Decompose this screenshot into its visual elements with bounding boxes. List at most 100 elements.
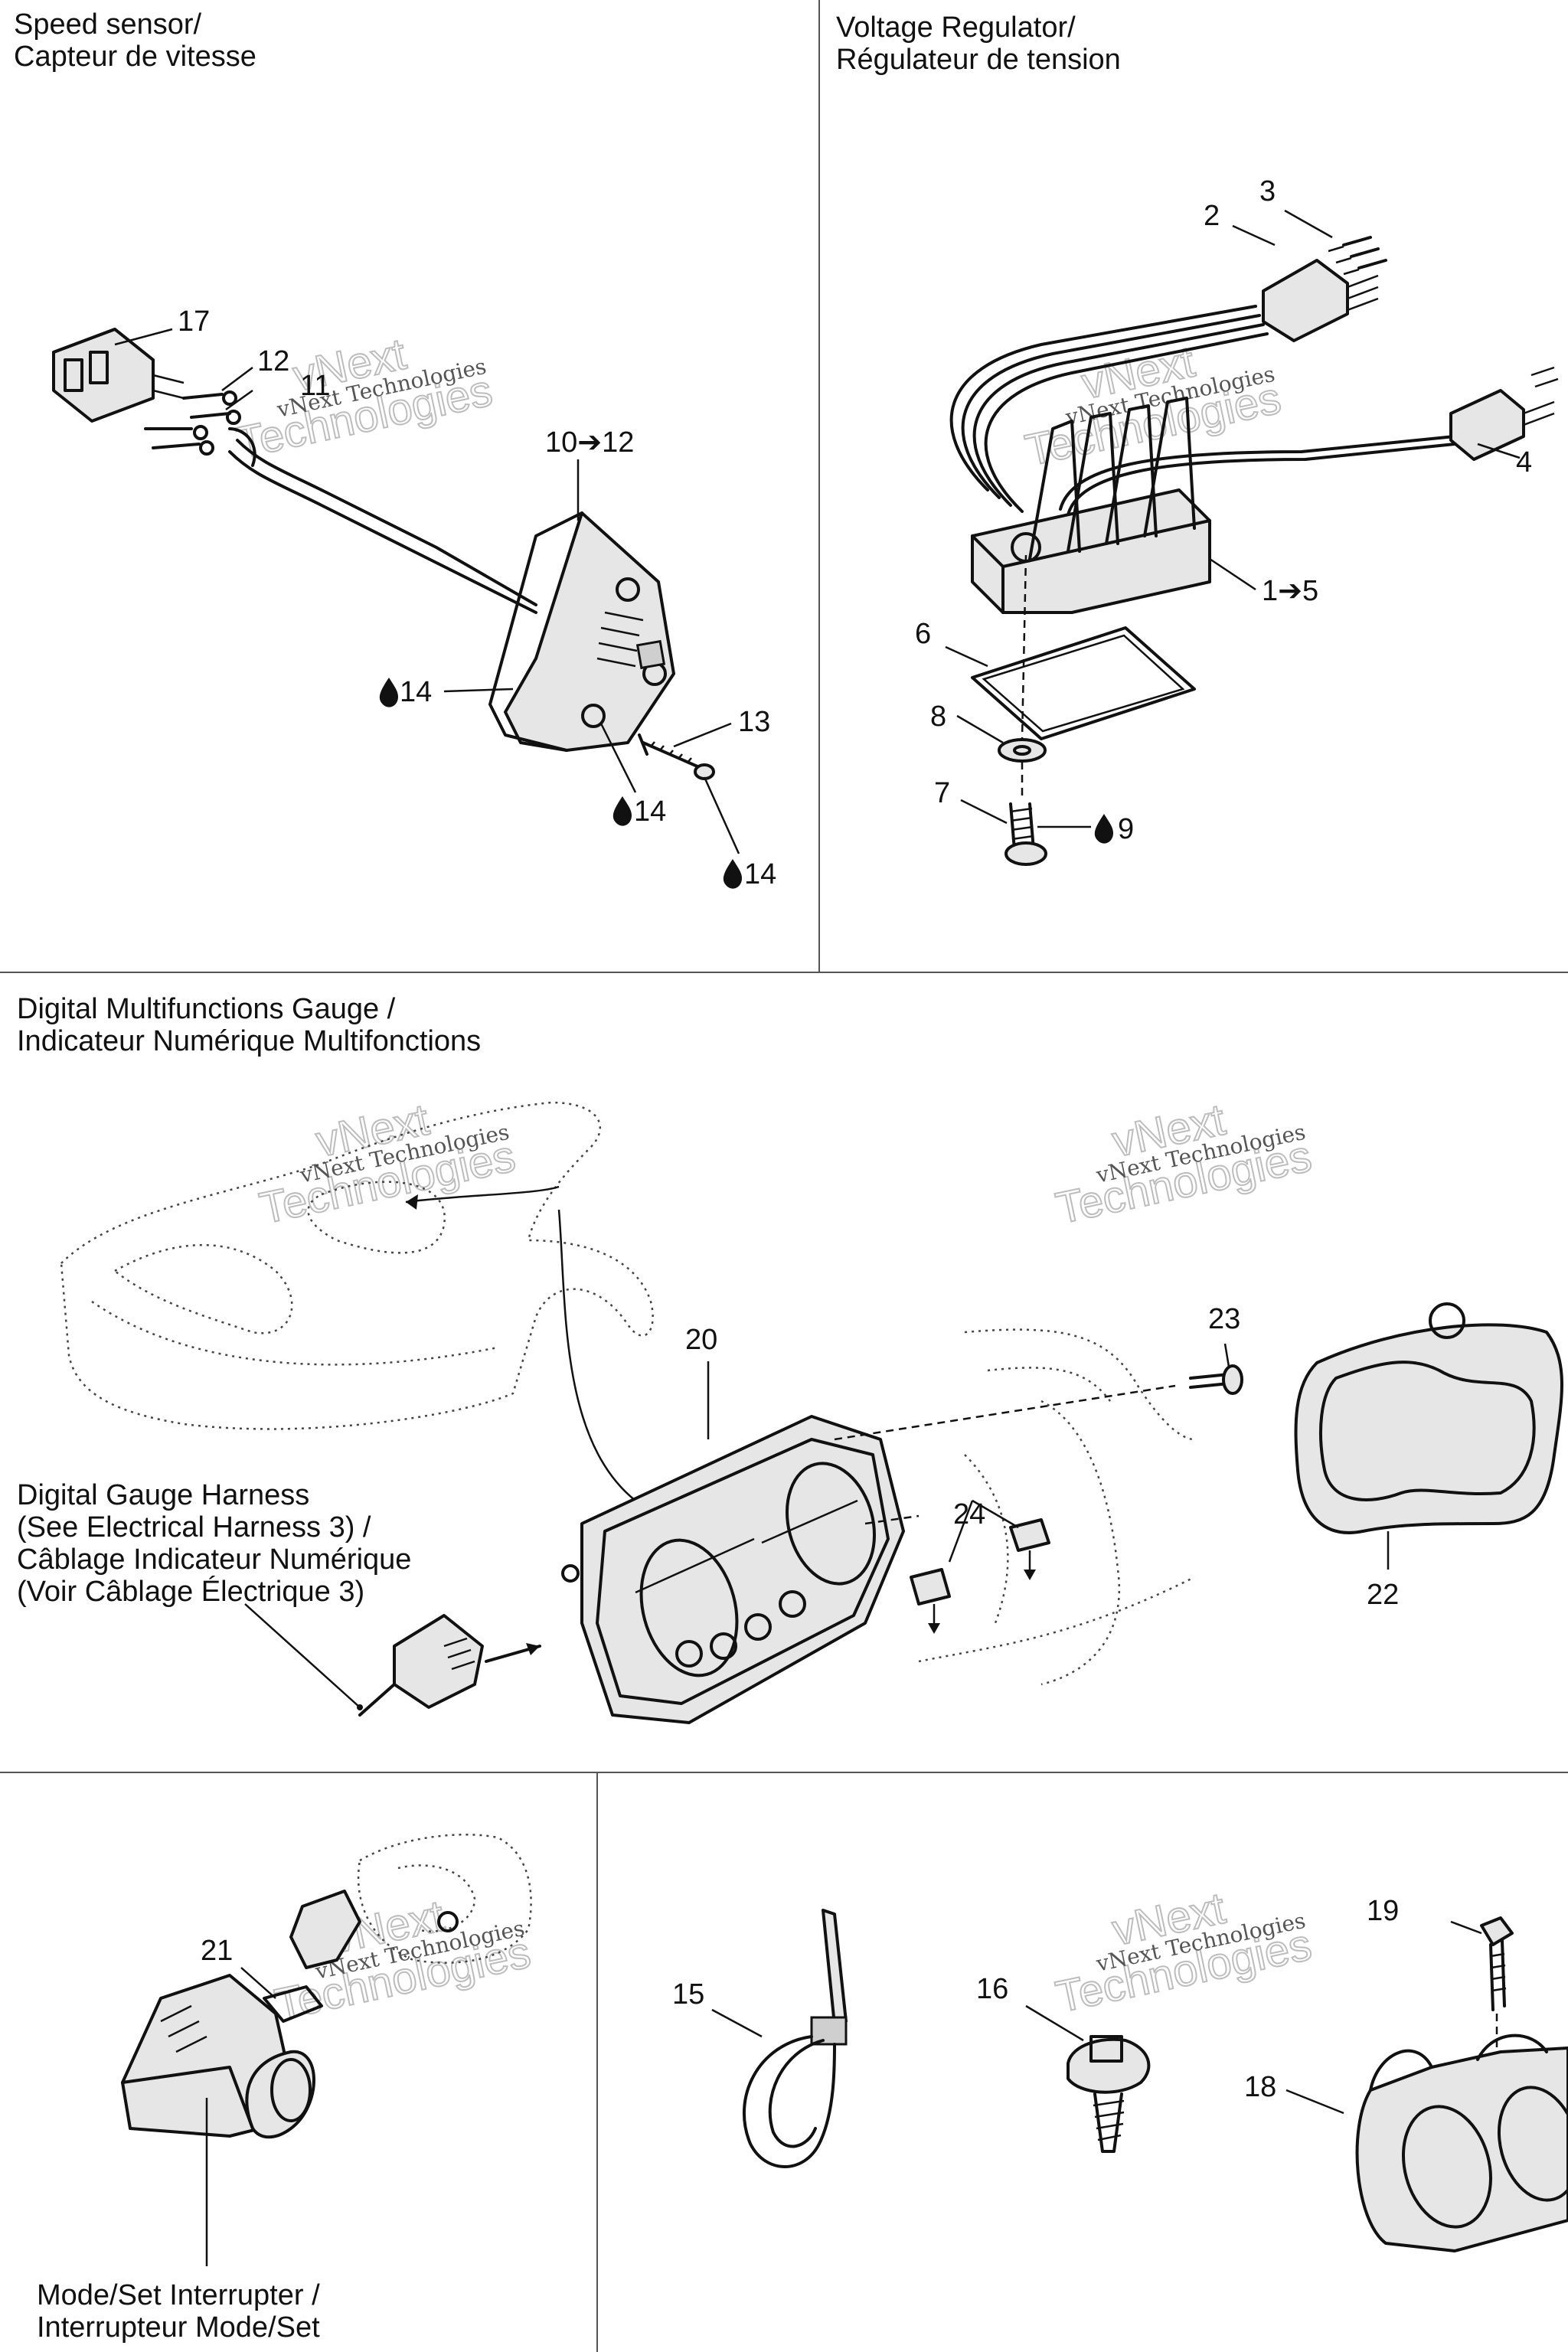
callout-11: 11	[300, 370, 330, 402]
drop-icon	[379, 678, 398, 707]
gauge-harness-line1: Digital Gauge Harness	[17, 1479, 309, 1511]
gauge-harness-line4: (Voir Câblage Électrique 3)	[17, 1575, 364, 1608]
leader-23	[1223, 1343, 1230, 1367]
screw-7	[1004, 802, 1047, 866]
callout-23: 23	[1208, 1303, 1240, 1335]
hood-to-gauge-line	[557, 1209, 636, 1501]
leader-13	[673, 722, 732, 748]
leader-19	[1450, 1920, 1482, 1935]
watermark-3: vNext Technologies vNext Technologies	[255, 1094, 521, 1235]
leader-8	[956, 714, 1004, 744]
callout-21: 21	[201, 1935, 233, 1967]
gauge-harness-connector	[358, 1614, 541, 1717]
leader-14b	[599, 723, 637, 793]
speed-sensor-body	[488, 511, 675, 752]
callout-16: 16	[976, 1973, 1008, 2005]
callout-14c: 14	[744, 858, 776, 890]
regulator-connector-2	[1262, 259, 1379, 342]
regulator-mount-line	[1021, 554, 1027, 800]
callout-3: 3	[1259, 175, 1276, 207]
watermark-4: vNext Technologies vNext Technologies	[1051, 1094, 1317, 1235]
mode-switch-line2: Interrupteur Mode/Set	[37, 2311, 320, 2344]
callout-12: 12	[257, 345, 289, 377]
leader-3	[1284, 209, 1333, 239]
leader-14a	[443, 688, 514, 693]
bezel-22	[1294, 1302, 1563, 1534]
leader-4	[1477, 443, 1521, 459]
drop-icon	[723, 859, 742, 889]
drop-icon	[612, 796, 632, 826]
callout-9: 9	[1118, 813, 1134, 845]
callout-6: 6	[915, 618, 931, 650]
arrow-right-icon	[406, 1194, 418, 1210]
clips-24	[910, 1518, 1050, 1634]
watermark-6: vNext Technologies vNext Technologies	[1051, 1883, 1317, 2024]
gauge-mount-line-1	[834, 1384, 1176, 1441]
clamp-18	[1355, 2034, 1568, 2252]
leader-gauge-harness	[244, 1603, 361, 1708]
regulator-pins-3	[1328, 236, 1387, 276]
regulator-body	[971, 397, 1211, 614]
callout-14b: 14	[634, 795, 666, 828]
screw-19	[1480, 1916, 1514, 2011]
leader-2	[1232, 224, 1276, 247]
hood-outline	[60, 1101, 654, 1430]
cable-tie-15	[743, 1909, 848, 2168]
callout-4: 4	[1516, 446, 1532, 479]
leader-24	[948, 1499, 1019, 1563]
screw-13	[638, 733, 715, 780]
callout-2: 2	[1204, 200, 1220, 232]
leader-17	[114, 328, 173, 346]
gauge-body	[561, 1415, 905, 1724]
leader-1-5	[1209, 557, 1256, 591]
screw-16	[1067, 2035, 1151, 2153]
gauge-harness-line2: (See Electrical Harness 3) /	[17, 1511, 371, 1544]
screw-23	[1189, 1364, 1243, 1395]
leader-6	[945, 645, 988, 668]
leader-14c	[703, 776, 740, 854]
switch-21	[263, 1890, 459, 2023]
leader-11	[225, 389, 253, 411]
speed-sensor-title-fr: Capteur de vitesse	[14, 41, 256, 73]
voltage-regulator-title-fr: Régulateur de tension	[836, 44, 1121, 76]
speed-sensor-title-en: Speed sensor/	[14, 8, 201, 41]
callout-18: 18	[1244, 2071, 1276, 2103]
callout-8: 8	[930, 701, 946, 733]
speed-sensor-connector	[52, 328, 185, 423]
callout-15: 15	[672, 1978, 704, 2011]
dash-outline	[918, 1328, 1195, 1686]
gasket-6	[971, 626, 1196, 740]
callout-20: 20	[685, 1324, 717, 1356]
leader-21	[240, 1967, 276, 1999]
callout-14a: 14	[400, 676, 432, 708]
gauge-title-fr: Indicateur Numérique Multifonctions	[17, 1025, 481, 1057]
washer-8	[998, 738, 1047, 763]
callout-7: 7	[934, 777, 950, 809]
leader-7	[960, 799, 1008, 825]
watermark-1: vNext Technologies vNext Technologies	[232, 328, 498, 469]
leader-16	[1025, 2004, 1084, 2042]
callout-22: 22	[1367, 1579, 1399, 1611]
leader-18	[1285, 2089, 1344, 2115]
hood-harness-arrow	[405, 1185, 560, 1204]
callout-17: 17	[178, 305, 210, 338]
voltage-regulator-title-en: Voltage Regulator/	[836, 11, 1076, 44]
regulator-connector-4	[1449, 366, 1559, 461]
leader-12	[221, 367, 253, 391]
leader-15	[711, 2008, 763, 2038]
callout-1-5: 1➔5	[1262, 575, 1318, 607]
callout-24: 24	[953, 1498, 985, 1530]
sensor-wire	[228, 427, 537, 614]
drop-icon	[1094, 814, 1113, 844]
callout-13: 13	[738, 706, 770, 738]
mode-switch-line1: Mode/Set Interrupter /	[37, 2279, 320, 2311]
gauge-harness-line3: Câblage Indicateur Numérique	[17, 1544, 411, 1576]
gauge-title-en: Digital Multifunctions Gauge /	[17, 993, 396, 1025]
callout-10-12: 10➔12	[545, 426, 634, 459]
switch-housing	[121, 1974, 315, 2139]
gauge-mount-line-2	[864, 1514, 920, 1525]
callout-19: 19	[1367, 1895, 1399, 1927]
connector-pins	[144, 390, 241, 456]
